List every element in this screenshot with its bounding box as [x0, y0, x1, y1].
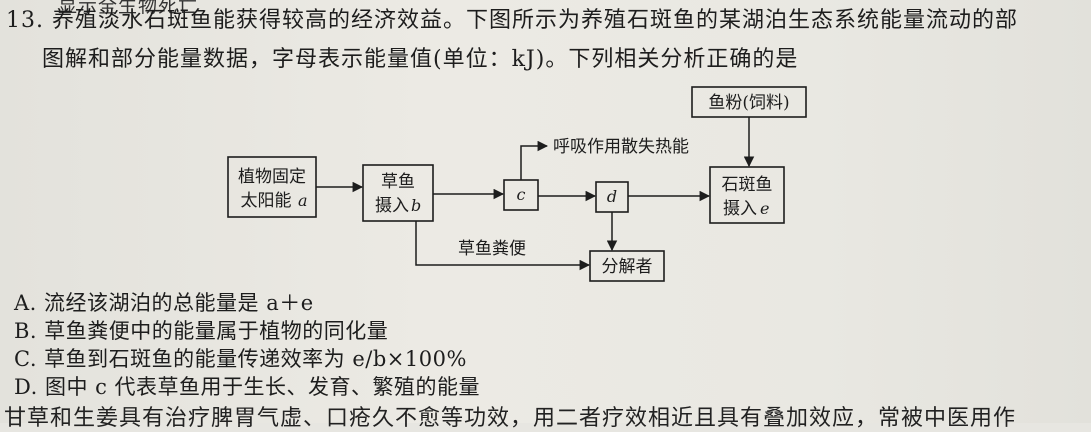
decomposer-box-label: 分解者 — [602, 257, 653, 277]
grasscarp-box-var: b — [411, 196, 421, 215]
option-d: D. 图中 c 代表草鱼用于生长、发育、繁殖的能量 — [14, 375, 481, 399]
plant-box-line2: 太阳能 — [241, 191, 292, 211]
feed-box: 鱼粉(饲料) — [691, 86, 807, 118]
arrow-c-to-respiration — [520, 140, 549, 180]
energy-flow-diagram: 植物固定 太阳能 a 草鱼 摄入 b c d 石斑鱼 摄入 e — [227, 86, 807, 282]
grasscarp-box-line2: 摄入 — [375, 196, 409, 216]
decomposer-box: 分解者 — [589, 250, 665, 282]
grouper-box-line1: 石斑鱼 — [722, 175, 773, 195]
arrow-feces-to-decomposer — [415, 221, 591, 271]
respiration-label: 呼吸作用散失热能 — [553, 137, 689, 157]
feed-box-label: 鱼粉(饲料) — [708, 93, 789, 113]
option-c: C. 草鱼到石斑鱼的能量传递效率为 e/b×100% — [14, 347, 467, 371]
grasscarp-box-line1: 草鱼 — [381, 172, 415, 192]
grouper-box-var: e — [760, 199, 769, 218]
question-stem-line-2: 图解和部分能量数据，字母表示能量值(单位：kJ)。下列相关分析正确的是 — [42, 47, 799, 72]
question-stem-line-1: 13. 养殖淡水石斑鱼能获得较高的经济效益。下图所示为养殖石斑鱼的某湖泊生态系统… — [6, 8, 1018, 33]
plant-box: 植物固定 太阳能 a — [227, 156, 317, 218]
plant-box-var: a — [298, 191, 308, 210]
cut-off-previous-line: 显示全生物死亡 — [58, 0, 199, 17]
grouper-box: 石斑鱼 摄入 e — [709, 166, 785, 224]
c-box: c — [503, 179, 539, 211]
d-box: d — [595, 181, 629, 213]
cut-off-next-question: 甘草和生姜具有治疗脾胃气虚、口疮久不愈等功效，用二者疗效相近且具有叠加效应，常被… — [4, 406, 1017, 431]
grouper-box-line2: 摄入 — [723, 199, 757, 219]
c-box-var: c — [517, 185, 526, 204]
d-box-var: d — [607, 187, 617, 206]
grasscarp-box: 草鱼 摄入 b — [362, 164, 434, 222]
option-a: A. 流经该湖泊的总能量是 a＋e — [14, 291, 314, 315]
option-b: B. 草鱼粪便中的能量属于植物的同化量 — [14, 319, 389, 343]
feces-label: 草鱼粪便 — [458, 239, 526, 259]
plant-box-line1: 植物固定 — [238, 167, 306, 187]
